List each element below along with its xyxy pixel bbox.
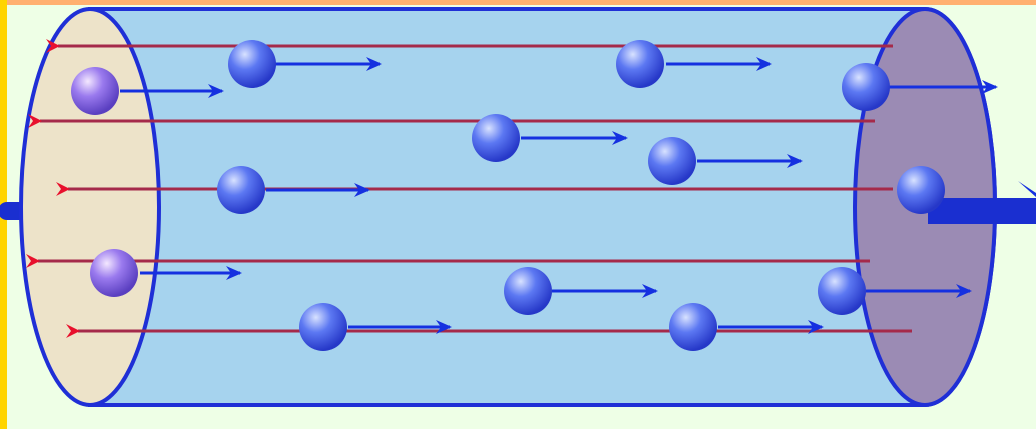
particle xyxy=(616,40,664,88)
right-wire xyxy=(928,198,1036,224)
particle xyxy=(648,137,696,185)
particle xyxy=(217,166,265,214)
particle-purple xyxy=(71,67,119,115)
particle xyxy=(842,63,890,111)
left-end-face xyxy=(19,7,161,407)
particles-group xyxy=(71,40,945,351)
particle xyxy=(504,267,552,315)
particle-purple xyxy=(90,249,138,297)
right-wire-arrow-tip xyxy=(1018,181,1036,197)
particle xyxy=(897,166,945,214)
particle xyxy=(818,267,866,315)
particle xyxy=(299,303,347,351)
particle xyxy=(669,303,717,351)
red-arrows-group xyxy=(26,39,912,338)
particle xyxy=(228,40,276,88)
top-border-strip xyxy=(0,0,1036,5)
particle xyxy=(472,114,520,162)
blue-arrows-group xyxy=(120,57,998,334)
